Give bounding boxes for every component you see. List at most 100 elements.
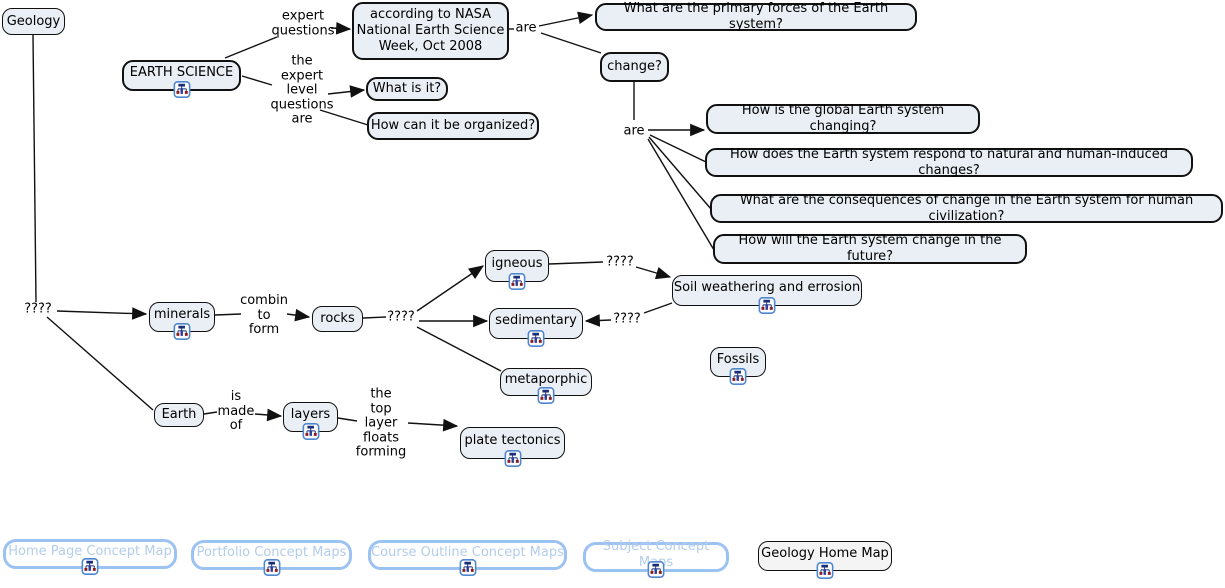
concept-map-icon[interactable] [173, 323, 191, 340]
node-portfolio-concept-maps[interactable]: Portfolio Concept Maps [191, 540, 352, 576]
node-change[interactable]: change? [600, 52, 669, 82]
node-q-future[interactable]: How will the Earth system change in the … [713, 233, 1027, 264]
concept-map-icon[interactable] [537, 387, 555, 404]
node-soil-weathering[interactable]: Soil weathering and errosion [672, 275, 862, 314]
concept-map-icon[interactable] [504, 450, 521, 467]
connector-line [649, 134, 707, 163]
connector-line [416, 265, 485, 312]
node-label: Home Page Concept Map [8, 543, 172, 559]
node-label: sedimentary [495, 313, 577, 329]
node-rocks[interactable]: rocks [312, 306, 363, 332]
node-label: according to NASA National Earth Science… [356, 7, 505, 54]
link-label-unknown-1[interactable]: ???? [24, 301, 52, 317]
link-label-expert-questions[interactable]: expert questions [271, 8, 335, 38]
node-course-outline-concept-maps[interactable]: Course Outline Concept Maps [368, 540, 567, 576]
node-label: Soil weathering and errosion [673, 280, 861, 296]
node-label: Geology Home Map [761, 545, 889, 561]
node-label: rocks [320, 311, 355, 327]
node-label: change? [607, 59, 662, 75]
connector-line [56, 307, 148, 320]
link-label-combin-to-form[interactable]: combin to form [240, 293, 288, 338]
node-label: How is the global Earth system changing? [741, 103, 945, 134]
concept-map-icon[interactable] [729, 368, 747, 385]
node-label: layers [290, 406, 331, 422]
link-label-are-2[interactable]: are [623, 123, 645, 139]
concept-map-icon[interactable] [647, 561, 665, 578]
node-geology-home-map[interactable]: Geology Home Map [758, 541, 892, 579]
concept-map-icon[interactable] [81, 558, 99, 575]
node-label: What are the consequences of change in t… [739, 192, 1194, 224]
concept-map-icon[interactable] [173, 81, 190, 98]
concept-map-icon[interactable] [508, 273, 526, 290]
connector-line [635, 266, 672, 280]
link-label-unknown-4[interactable]: ???? [613, 311, 641, 327]
node-igneous[interactable]: igneous [485, 250, 549, 290]
node-earth[interactable]: Earth [154, 403, 204, 427]
node-label: metaporphic [504, 371, 588, 387]
node-earth-science[interactable]: EARTH SCIENCE [122, 60, 241, 98]
connector-line [362, 316, 387, 319]
connector-line [327, 85, 366, 98]
link-label-expert-level[interactable]: the expert level questions are [270, 53, 334, 127]
link-label-unknown-3[interactable]: ???? [606, 254, 634, 270]
node-q-primary-forces[interactable]: What are the primary forces of the Earth… [595, 1, 917, 32]
concept-map-icon[interactable] [758, 297, 776, 314]
node-minerals[interactable]: minerals [149, 302, 215, 340]
node-q-respond-changes[interactable]: How does the Earth system respond to nat… [705, 146, 1193, 178]
node-label: How does the Earth system respond to nat… [729, 146, 1168, 178]
connector-line [648, 136, 712, 210]
node-label: igneous [491, 255, 543, 271]
node-label: Earth [161, 407, 197, 423]
node-nasa[interactable]: according to NASA National Earth Science… [352, 2, 509, 60]
link-label-are-1[interactable]: are [515, 20, 537, 36]
connector-line [540, 32, 602, 54]
connector-line [214, 313, 242, 316]
node-label: Course Outline Concept Maps [371, 544, 564, 560]
connector-line [330, 21, 352, 35]
connector-line [203, 411, 218, 415]
connector-line [241, 75, 273, 86]
node-sedimentary[interactable]: sedimentary [489, 308, 583, 347]
concept-map-icon[interactable] [816, 562, 834, 579]
node-label: Subject Concept Maps [602, 538, 710, 570]
node-geology[interactable]: Geology [2, 8, 65, 35]
concept-map-icon[interactable] [527, 330, 545, 347]
node-label: minerals [153, 306, 211, 322]
node-how-organized[interactable]: How can it be organized? [367, 112, 539, 140]
node-plate-tectonics[interactable]: plate tectonics [460, 427, 565, 467]
node-fossils[interactable]: Fossils [710, 347, 766, 385]
node-home-page-concept-map[interactable]: Home Page Concept Map [3, 539, 177, 575]
connector-line [407, 418, 459, 432]
node-label: plate tectonics [464, 432, 561, 448]
node-label: What is it? [372, 81, 442, 97]
concept-map-icon[interactable] [263, 559, 280, 576]
node-subject-concept-maps[interactable]: Subject Concept Maps [583, 538, 729, 578]
connector-line [584, 314, 612, 327]
node-what-is-it[interactable]: What is it? [366, 77, 448, 101]
node-label: How will the Earth system change in the … [738, 233, 1002, 264]
node-layers[interactable]: layers [283, 402, 338, 440]
node-label: Geology [6, 13, 61, 29]
node-label: Fossils [716, 351, 760, 367]
connector-line [46, 316, 154, 411]
node-label: What are the primary forces of the Earth… [623, 1, 889, 32]
node-metaporphic[interactable]: metaporphic [500, 368, 592, 404]
link-label-unknown-2[interactable]: ???? [387, 309, 415, 325]
connector-line [416, 326, 502, 372]
connector-line [32, 34, 37, 303]
concept-map-icon[interactable] [302, 423, 319, 440]
node-label: EARTH SCIENCE [129, 65, 234, 81]
connector-line [538, 11, 594, 27]
connector-line [224, 36, 278, 59]
connector-line [337, 417, 358, 422]
connector-line [643, 302, 673, 314]
link-label-is-made-of[interactable]: is made of [217, 389, 255, 434]
node-label: How can it be organized? [370, 118, 536, 134]
link-label-top-layer-floats[interactable]: the top layer floats forming [355, 386, 407, 460]
node-q-global-changing[interactable]: How is the global Earth system changing? [706, 103, 980, 134]
node-q-consequences[interactable]: What are the consequences of change in t… [710, 192, 1223, 224]
concept-map-icon[interactable] [459, 559, 476, 576]
connector-line [647, 138, 715, 251]
